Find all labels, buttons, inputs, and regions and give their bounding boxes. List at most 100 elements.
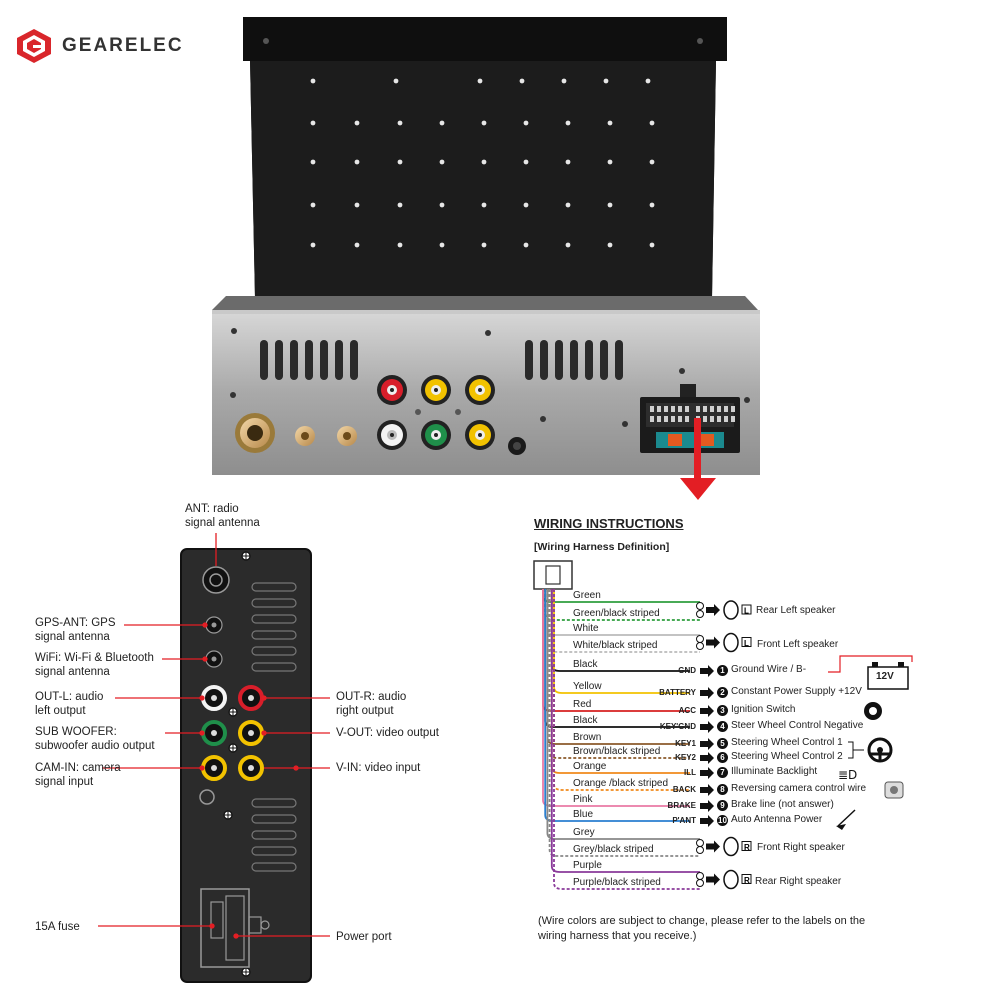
wire-tag: GND: [678, 666, 696, 675]
wire-17: [553, 589, 700, 890]
label-sub-woofer: SUB WOOFER: subwoofer audio output: [35, 726, 155, 752]
arrow-icon: [700, 784, 714, 796]
arrow-icon: [700, 767, 714, 779]
label-v-in: V-IN: video input: [336, 762, 421, 774]
speaker-icon: [723, 836, 739, 857]
speaker-rear-left: Rear Left speaker: [756, 605, 836, 616]
label-out-r: OUT-R: audio right output: [336, 691, 407, 717]
battery-icon: [867, 662, 909, 690]
wire-name: Brown/black striped: [573, 746, 661, 757]
speaker-side-letter: L: [744, 639, 749, 648]
wire-tag: P'ANT: [672, 816, 696, 825]
wire-name: Brown: [573, 732, 602, 743]
speaker-front-right: Front Right speaker: [757, 842, 845, 853]
wire-function: Auto Antenna Power: [731, 814, 823, 825]
wiring-harness: L L R R ≣D: [533, 560, 913, 890]
arrow-icon: [700, 752, 714, 764]
wire-14: [546, 589, 700, 840]
arrow-icon: [700, 665, 714, 677]
wire-name: White: [573, 623, 599, 634]
wire-name: Grey: [573, 827, 595, 838]
wire-function: Ignition Switch: [731, 704, 796, 715]
wire-name: Black: [573, 659, 598, 670]
wire-function: Steering Wheel Control 1: [731, 737, 843, 748]
wire-number: 1: [717, 665, 728, 676]
wire-tag: ILL: [684, 768, 696, 777]
speaker-icon: [723, 600, 739, 620]
wire-function: Steering Wheel Control 2: [731, 751, 843, 762]
svg-text:≣D: ≣D: [838, 768, 857, 782]
wire-function: Reversing camera control wire: [731, 783, 867, 794]
arrow-icon: [706, 873, 720, 886]
speaker-icon: [723, 632, 739, 653]
wire-tag: ACC: [678, 706, 696, 715]
wire-tag: KEY2: [675, 753, 696, 762]
label-gps-ant: GPS-ANT: GPS signal antenna: [35, 617, 116, 643]
wire-name: Purple/black striped: [573, 877, 661, 888]
arrow-icon: [700, 687, 714, 699]
wire-number: 4: [717, 721, 728, 732]
wire-name: Green/black striped: [573, 608, 660, 619]
speaker-side-letter: R: [744, 876, 750, 885]
wire-function: Constant Power Supply +12V: [731, 686, 862, 697]
wire-tag: BACK: [672, 785, 696, 794]
battery-label: 12V: [876, 671, 894, 682]
label-v-out: V-OUT: video output: [336, 727, 439, 739]
wire-name: Red: [573, 699, 592, 710]
speaker-rear-right: Rear Right speaker: [755, 876, 842, 887]
speaker-icon: [723, 869, 739, 890]
arrow-icon: [700, 815, 714, 827]
wire-number: 5: [717, 738, 728, 749]
wire-name: Purple: [573, 860, 602, 871]
wire-tag: BRAKE: [667, 801, 696, 810]
wire-name: Black: [573, 715, 598, 726]
wire-name: Pink: [573, 794, 593, 805]
speaker-side-letter: L: [744, 607, 749, 616]
wire-tag: KEY1: [675, 739, 696, 748]
wire-number: 7: [717, 767, 728, 778]
label-ant: ANT: radio signal antenna: [185, 503, 260, 529]
harness-title: [Wiring Harness Definition]: [534, 541, 670, 553]
brand-logo-icon: [17, 29, 51, 63]
wire-function: Steer Wheel Control Negative: [731, 720, 864, 731]
label-wifi: WiFi: Wi-Fi & Bluetooth signal antenna: [35, 652, 154, 678]
brand-name: GEARELEC: [62, 35, 184, 56]
wiring-title: WIRING INSTRUCTIONS: [534, 516, 684, 531]
wire-number: 9: [717, 800, 728, 811]
arrow-icon: [706, 636, 720, 649]
wire-name: Orange: [573, 761, 607, 772]
arrow-icon: [700, 738, 714, 750]
speaker-side-letter: R: [744, 843, 750, 852]
wire-number: 2: [717, 687, 728, 698]
wire-tag: BATTERY: [659, 688, 696, 697]
wire-number: 8: [717, 784, 728, 795]
wire-name: Green: [573, 590, 601, 601]
speaker-front-left: Front Left speaker: [757, 639, 839, 650]
wire-name: Grey/black striped: [573, 844, 654, 855]
brand-logo: GEARELEC: [14, 28, 204, 64]
wire-function: Illuminate Backlight: [731, 766, 818, 777]
label-cam-in: CAM-IN: camera signal input: [35, 762, 121, 788]
arrow-icon: [706, 604, 720, 616]
label-out-l: OUT-L: audio left output: [35, 691, 104, 717]
wire-function: Brake line (not answer): [731, 799, 834, 810]
label-fuse: 15A fuse: [35, 921, 80, 933]
wire-number: 6: [717, 752, 728, 763]
wire-name: Yellow: [573, 681, 602, 692]
wire-tag: KEY'GND: [659, 722, 696, 731]
wire-name: Blue: [573, 809, 594, 820]
arrow-icon: [700, 721, 714, 733]
wire-name: White/black striped: [573, 640, 658, 651]
wiring-note: (Wire colors are subject to change, plea…: [538, 915, 866, 942]
label-power-port: Power port: [336, 931, 392, 943]
wire-5: [553, 589, 690, 694]
wire-number: 3: [717, 705, 728, 716]
rear-panel-diagram: [98, 533, 330, 983]
head-unit-illustration: [212, 17, 760, 500]
arrow-icon: [700, 800, 714, 812]
wire-0: [542, 589, 700, 603]
arrow-icon: [706, 840, 720, 853]
screen-dots: [310, 78, 655, 248]
arrow-icon: [700, 705, 714, 717]
